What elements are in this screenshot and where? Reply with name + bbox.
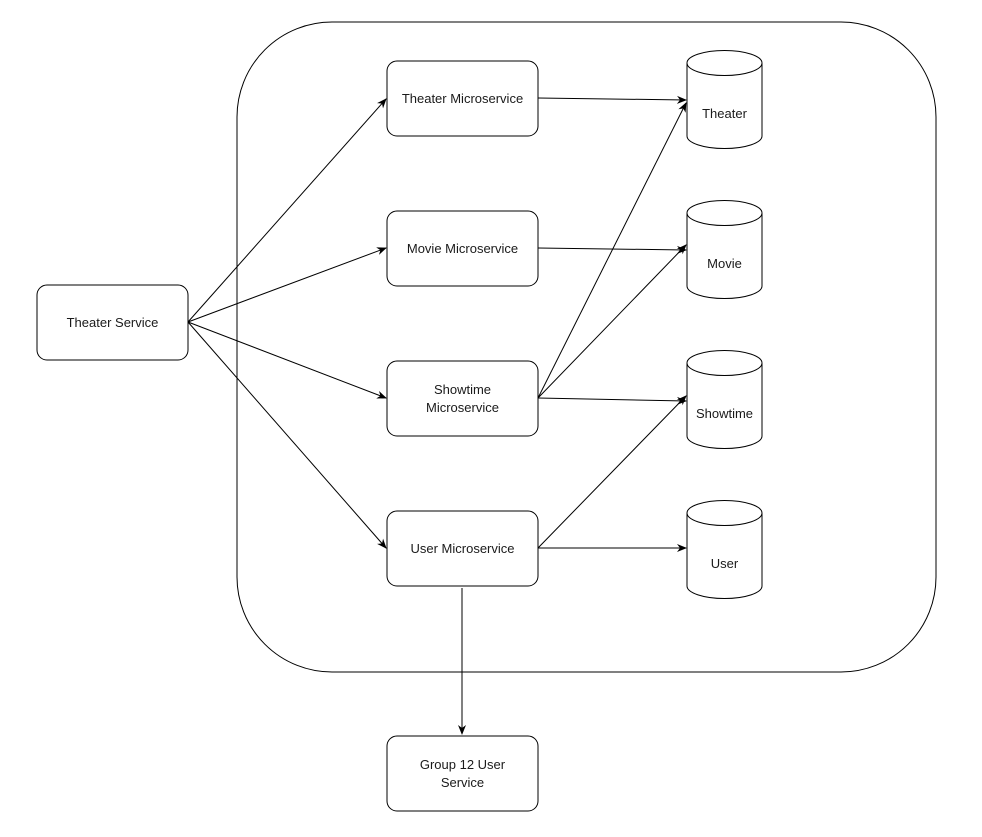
edge-showtime-ms-to-theater-db	[537, 102, 687, 399]
theater-service-node[interactable]: Theater Service	[36, 284, 189, 361]
group12-user-service-label-line2: Service	[441, 775, 484, 790]
theater-service-label: Theater Service	[67, 315, 159, 330]
showtime-database-label: Showtime	[696, 406, 753, 421]
theater-microservice-node[interactable]: Theater Microservice	[386, 60, 539, 137]
edge-theater-service-to-showtime-ms	[187, 321, 387, 399]
edge-showtime-ms-to-movie-db	[537, 244, 687, 399]
movie-microservice-label: Movie Microservice	[407, 241, 518, 256]
edges	[187, 95, 687, 735]
showtime-microservice-label-line2: Microservice	[426, 400, 499, 415]
theater-database[interactable]: Theater	[686, 50, 763, 149]
edge-movie-ms-to-movie-db	[537, 245, 687, 254]
user-microservice-node[interactable]: User Microservice	[386, 510, 539, 587]
movie-microservice-node[interactable]: Movie Microservice	[386, 210, 539, 287]
movie-database[interactable]: Movie	[686, 200, 763, 299]
edge-theater-ms-to-theater-db	[537, 95, 687, 104]
showtime-database[interactable]: Showtime	[686, 350, 763, 449]
showtime-microservice-label-line1: Showtime	[434, 382, 491, 397]
user-microservice-label: User Microservice	[410, 541, 514, 556]
edge-theater-service-to-theater-ms	[187, 98, 387, 323]
edge-theater-service-to-movie-ms	[187, 247, 387, 323]
movie-database-label: Movie	[707, 256, 742, 271]
theater-microservice-label: Theater Microservice	[402, 91, 523, 106]
edge-theater-service-to-user-ms	[187, 321, 387, 549]
system-boundary	[236, 21, 937, 673]
group12-user-service-node[interactable]: Group 12 User Service	[386, 735, 539, 812]
group12-user-service-label-line1: Group 12 User	[420, 757, 506, 772]
theater-database-label: Theater	[702, 106, 747, 121]
user-database-label: User	[711, 556, 739, 571]
showtime-microservice-node[interactable]: Showtime Microservice	[386, 360, 539, 437]
edge-user-ms-to-showtime-db	[537, 395, 687, 549]
user-database[interactable]: User	[686, 500, 763, 599]
edge-showtime-ms-to-showtime-db	[537, 396, 687, 405]
